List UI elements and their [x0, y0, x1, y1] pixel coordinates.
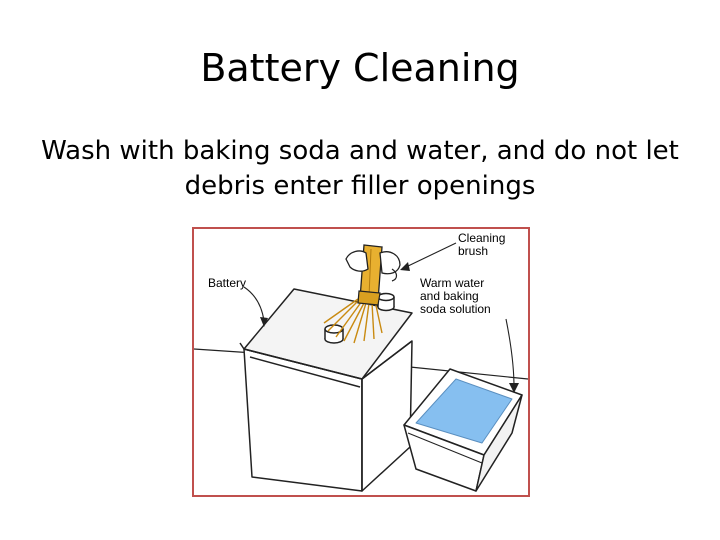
table-edge-line: [409, 366, 528, 380]
brush-callout-line: [405, 242, 457, 268]
battery-terminal-post: [325, 329, 343, 339]
hand-left: [345, 250, 369, 272]
solution-tray-drawing: [403, 368, 523, 492]
battery-lid-rim: [239, 340, 413, 380]
brush-bristles: [323, 298, 383, 344]
battery-terminal-top: [377, 292, 395, 302]
callout-arrowheads: [260, 262, 519, 393]
battery-arrowhead: [260, 317, 268, 327]
battery-drawing: [239, 288, 413, 492]
battery-terminal-post: [378, 297, 394, 307]
tray-side-face: [475, 394, 523, 492]
battery-cleaning-illustration: Battery Cleaning brush Warm water and ba…: [192, 227, 530, 497]
cleaning-brush-label: Cleaning brush: [458, 231, 506, 258]
battery-label: Battery: [208, 276, 247, 290]
battery-callout-line: [243, 286, 265, 322]
slide-body-text: Wash with baking soda and water, and do …: [41, 136, 679, 201]
tray-inner-line: [407, 432, 483, 464]
battery-lid-groove: [249, 356, 361, 388]
solution-callout-line: [505, 318, 515, 388]
brush-ferrule: [357, 290, 381, 306]
brush-handle-shading: [368, 248, 372, 298]
brush-arrowhead: [400, 262, 410, 271]
slide-title: Battery Cleaning: [200, 46, 520, 90]
illustration-drawing: [194, 242, 528, 492]
hand-right: [379, 251, 401, 275]
cleaning-brush-drawing: [323, 244, 401, 344]
solution-label: Warm water and baking soda solution: [420, 276, 491, 316]
solution-liquid: [415, 378, 513, 444]
hand-finger: [391, 268, 398, 282]
solution-arrowhead: [509, 383, 519, 393]
